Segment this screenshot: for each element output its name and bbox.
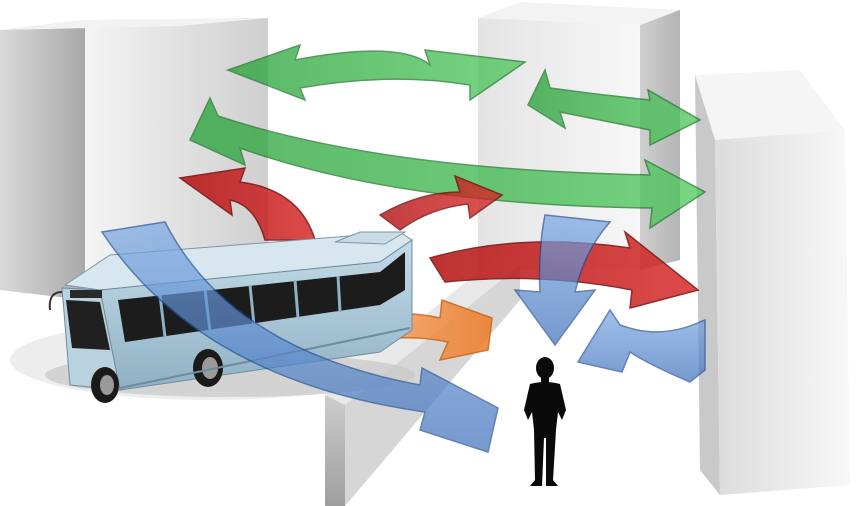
green-arrow-long (188, 96, 707, 230)
red-arrow-left (178, 167, 317, 241)
person-silhouette (524, 357, 566, 486)
building-right (695, 70, 850, 495)
red-arrow-center (378, 174, 504, 231)
blue-arrow-from-right (576, 308, 706, 383)
green-arrow-top (225, 43, 528, 102)
blue-arrow-from-bus (100, 221, 499, 453)
green-arrow-right (527, 67, 702, 147)
blue-arrow-down (513, 214, 612, 347)
